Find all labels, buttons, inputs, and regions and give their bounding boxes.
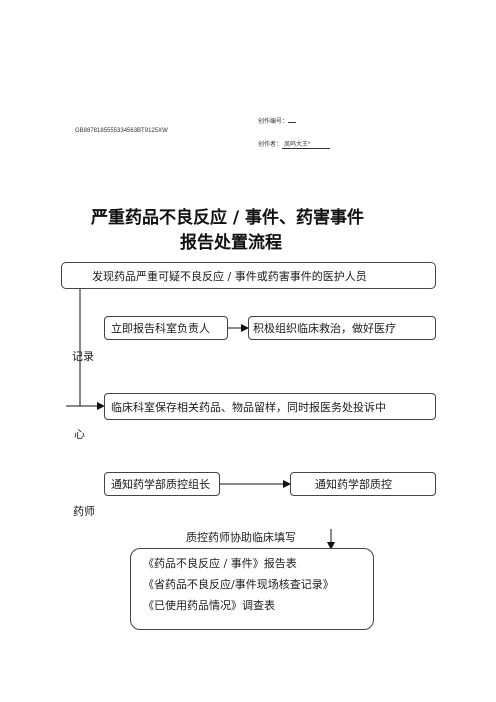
step3-continuation: 心 bbox=[74, 428, 85, 441]
step4-right-box: 通知药学部质控 bbox=[290, 472, 436, 496]
page-title-line1: 严重药品不良反应 / 事件、药害事件 bbox=[91, 208, 365, 228]
form-item: 《已使用药品情况》调查表 bbox=[143, 599, 275, 612]
step2-left-label: 立即报告科室负责人 bbox=[111, 322, 210, 335]
step1-label: 发现药品严重可疑不良反应 / 事件或药害事件的医护人员 bbox=[92, 269, 367, 283]
document-code: GB8878185555334563BT9125XW bbox=[75, 128, 168, 134]
form-item: 《省药品不良反应/事件现场核查记录》 bbox=[143, 578, 334, 591]
page-title-line2: 报告处置流程 bbox=[180, 233, 282, 253]
step2-right-box: 积极组织临床救治，做好医疗 bbox=[248, 316, 436, 340]
step2-right-label: 积极组织临床救治，做好医疗 bbox=[253, 322, 396, 335]
step2-left-box: 立即报告科室负责人 bbox=[104, 316, 228, 340]
step4-continuation: 药师 bbox=[73, 505, 95, 518]
creator-value: 凤呜大王* bbox=[282, 139, 331, 149]
creation-id-label: 创作编号： bbox=[258, 119, 289, 125]
forms-caption: 质控药师协助临床填写 bbox=[186, 531, 296, 544]
step2-continuation: 记录 bbox=[72, 350, 94, 363]
creator: 创作者：凤呜大王* bbox=[258, 139, 331, 149]
step3-label: 临床科室保存相关药品、物品留样，同时报医务处投诉中 bbox=[111, 400, 386, 414]
step4-left-box: 通知药学部质控组长 bbox=[104, 472, 220, 496]
step4-left-label: 通知药学部质控组长 bbox=[111, 478, 210, 491]
forms-box: 《药品不良反应 / 事件》报告表 《省药品不良反应/事件现场核查记录》 《已使用… bbox=[130, 548, 374, 630]
step3-box: 临床科室保存相关药品、物品留样，同时报医务处投诉中 bbox=[104, 393, 436, 420]
creation-id: 创作编号： bbox=[258, 116, 297, 125]
form-item: 《药品不良反应 / 事件》报告表 bbox=[143, 557, 297, 570]
step1-box: 发现药品严重可疑不良反应 / 事件或药害事件的医护人员 bbox=[61, 262, 436, 289]
creator-label: 创作者： bbox=[258, 142, 283, 148]
step4-right-label: 通知药学部质控 bbox=[315, 478, 392, 491]
creation-id-value bbox=[288, 122, 297, 123]
